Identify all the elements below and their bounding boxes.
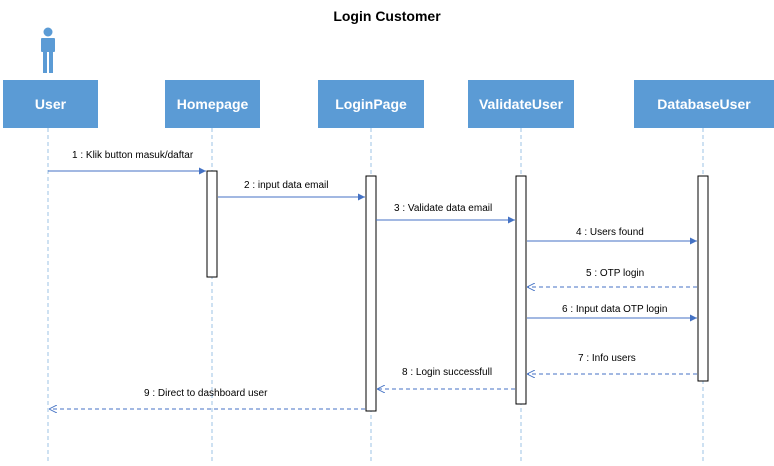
message-6-label: 6 : Input data OTP login: [562, 304, 667, 315]
message-8-label: 8 : Login successfull: [402, 367, 492, 378]
participant-databaseuser: DatabaseUser: [634, 80, 774, 128]
message-1-label: 1 : Klik button masuk/daftar: [72, 150, 194, 161]
message-3-label: 3 : Validate data email: [394, 203, 492, 214]
participant-validateuser: ValidateUser: [468, 80, 574, 128]
message-5-label: 5 : OTP login: [586, 268, 644, 279]
participant-user: User: [3, 80, 98, 128]
activation-homepage: [206, 170, 218, 278]
message-2-label: 2 : input data email: [244, 180, 329, 191]
participant-loginpage: LoginPage: [318, 80, 424, 128]
user-actor-icon: [41, 27, 55, 73]
diagram-title: Login Customer: [333, 8, 441, 24]
activation-databaseuser: [697, 175, 709, 382]
message-4-label: 4 : Users found: [576, 227, 644, 238]
participant-homepage: Homepage: [165, 80, 260, 128]
message-9-label: 9 : Direct to dashboard user: [144, 388, 268, 399]
activation-validateuser: [515, 175, 527, 405]
activation-loginpage: [365, 175, 377, 412]
message-7-label: 7 : Info users: [578, 353, 636, 364]
